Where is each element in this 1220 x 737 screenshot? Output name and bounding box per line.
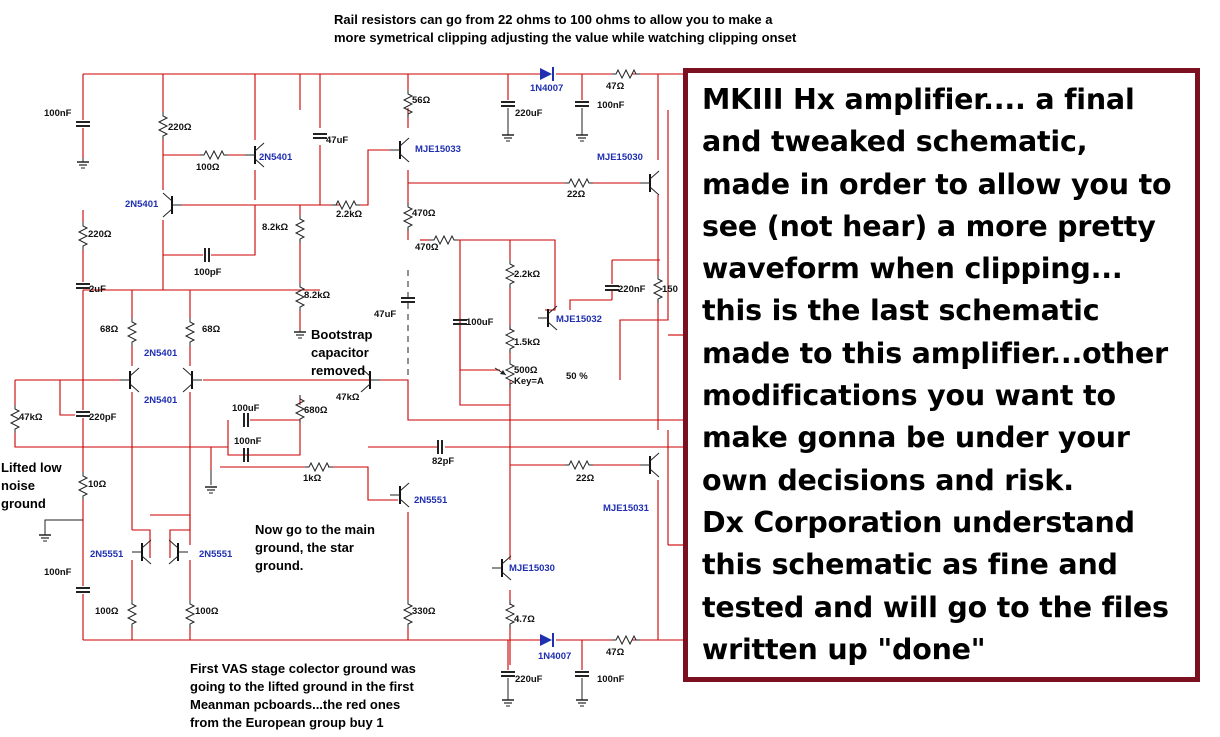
- lifted-ground-note: Lifted low noise ground: [1, 460, 62, 511]
- label-r-22-a: 22Ω: [567, 189, 586, 200]
- label-c-2uF: 2uF: [89, 284, 106, 295]
- label-q-2n5551-a: 2N5551: [90, 549, 124, 560]
- label-q-2n5551-c: 2N5551: [414, 495, 448, 506]
- label-c-220pF: 220pF: [89, 412, 117, 423]
- label-r-220-a: 220Ω: [168, 122, 192, 133]
- label-pot-500: 500Ω: [514, 365, 538, 376]
- label-r-47-top: 47Ω: [606, 81, 625, 92]
- component-labels: 100nF 220Ω 220Ω 2uF 68Ω 68Ω 47kΩ 220pF 1…: [19, 81, 678, 685]
- label-c-220uF-top: 220uF: [515, 108, 543, 119]
- label-pot-key: Key=A: [514, 376, 544, 387]
- label-q-mje15030-b: MJE15030: [509, 563, 555, 574]
- label-pot-pct: 50 %: [566, 371, 588, 382]
- label-c-100uF-b: 100uF: [466, 317, 494, 328]
- label-q-2n5401-d: 2N5401: [144, 395, 178, 406]
- label-r-4k7: 4.7Ω: [514, 614, 535, 625]
- label-c-100nF-fb: 100nF: [234, 436, 262, 447]
- label-r-68-a: 68Ω: [100, 324, 119, 335]
- label-r-2k2-b: 2.2kΩ: [514, 269, 540, 280]
- label-r-220-b: 220Ω: [88, 229, 112, 240]
- label-q-2n5401-a: 2N5401: [259, 152, 293, 163]
- label-r-330: 330Ω: [412, 606, 436, 617]
- label-r-8k2-b: 8.2kΩ: [304, 290, 330, 301]
- label-c-100nF-left: 100nF: [44, 108, 72, 119]
- label-c-82pF: 82pF: [432, 456, 454, 467]
- label-c-47uF-a: 47uF: [326, 135, 348, 146]
- top-note: Rail resistors can go from 22 ohms to 10…: [334, 12, 797, 45]
- label-r-470-a: 470Ω: [412, 208, 436, 219]
- label-c-100nF-bot2: 100nF: [597, 674, 625, 685]
- label-d-bot: 1N4007: [538, 651, 571, 662]
- label-r-470-b: 470Ω: [415, 242, 439, 253]
- label-r-2k2-a: 2.2kΩ: [336, 209, 362, 220]
- label-c-100pF: 100pF: [194, 267, 222, 278]
- description-panel: MKIII Hx amplifier.... a final and tweak…: [683, 68, 1200, 682]
- label-q-mje15033: MJE15033: [415, 144, 461, 155]
- label-r-680: 680Ω: [304, 405, 328, 416]
- label-r-22-b: 22Ω: [576, 473, 595, 484]
- wires: [14, 73, 683, 670]
- bootstrap-note: Bootstrap capacitor removed: [311, 327, 373, 378]
- label-q-mje15030-a: MJE15030: [597, 152, 643, 163]
- label-r-100-b: 100Ω: [195, 606, 219, 617]
- label-c-220nF: 220nF: [618, 284, 646, 295]
- label-d-top: 1N4007: [530, 83, 563, 94]
- vas-note: First VAS stage colector ground was goin…: [190, 661, 416, 730]
- label-r-47k-b: 47kΩ: [336, 392, 360, 403]
- label-c-100uF-a: 100uF: [232, 403, 260, 414]
- label-r-150: 150: [662, 284, 678, 295]
- label-q-mje15032: MJE15032: [556, 314, 602, 325]
- label-q-2n5551-b: 2N5551: [199, 549, 233, 560]
- label-q-2n5401-b: 2N5401: [125, 199, 159, 210]
- label-r-68-b: 68Ω: [202, 324, 221, 335]
- label-r-1k: 1kΩ: [303, 473, 322, 484]
- label-r-47k-a: 47kΩ: [19, 412, 43, 423]
- label-c-220uF-bot: 220uF: [515, 674, 543, 685]
- diode-bottom-icon: [540, 633, 554, 647]
- label-r-56: 56Ω: [412, 95, 431, 106]
- label-c-100nF-bottom: 100nF: [44, 567, 72, 578]
- label-r-10: 10Ω: [88, 479, 107, 490]
- ground-wires: [44, 108, 583, 700]
- label-r-8k2-a: 8.2kΩ: [262, 222, 288, 233]
- label-c-100nF-top: 100nF: [597, 100, 625, 111]
- label-r-47-bot: 47Ω: [606, 647, 625, 658]
- description-text: MKIII Hx amplifier.... a final and tweak…: [702, 83, 1172, 666]
- label-r-1k5: 1.5kΩ: [514, 337, 540, 348]
- label-r-100-a: 100Ω: [95, 606, 119, 617]
- label-q-mje15031: MJE15031: [603, 503, 650, 514]
- label-c-47uF-b: 47uF: [374, 309, 396, 320]
- label-q-2n5401-c: 2N5401: [144, 348, 178, 359]
- label-r-100-mid: 100Ω: [196, 162, 220, 173]
- diode-top-icon: [540, 67, 554, 81]
- main-ground-note: Now go to the main ground, the star grou…: [255, 522, 375, 573]
